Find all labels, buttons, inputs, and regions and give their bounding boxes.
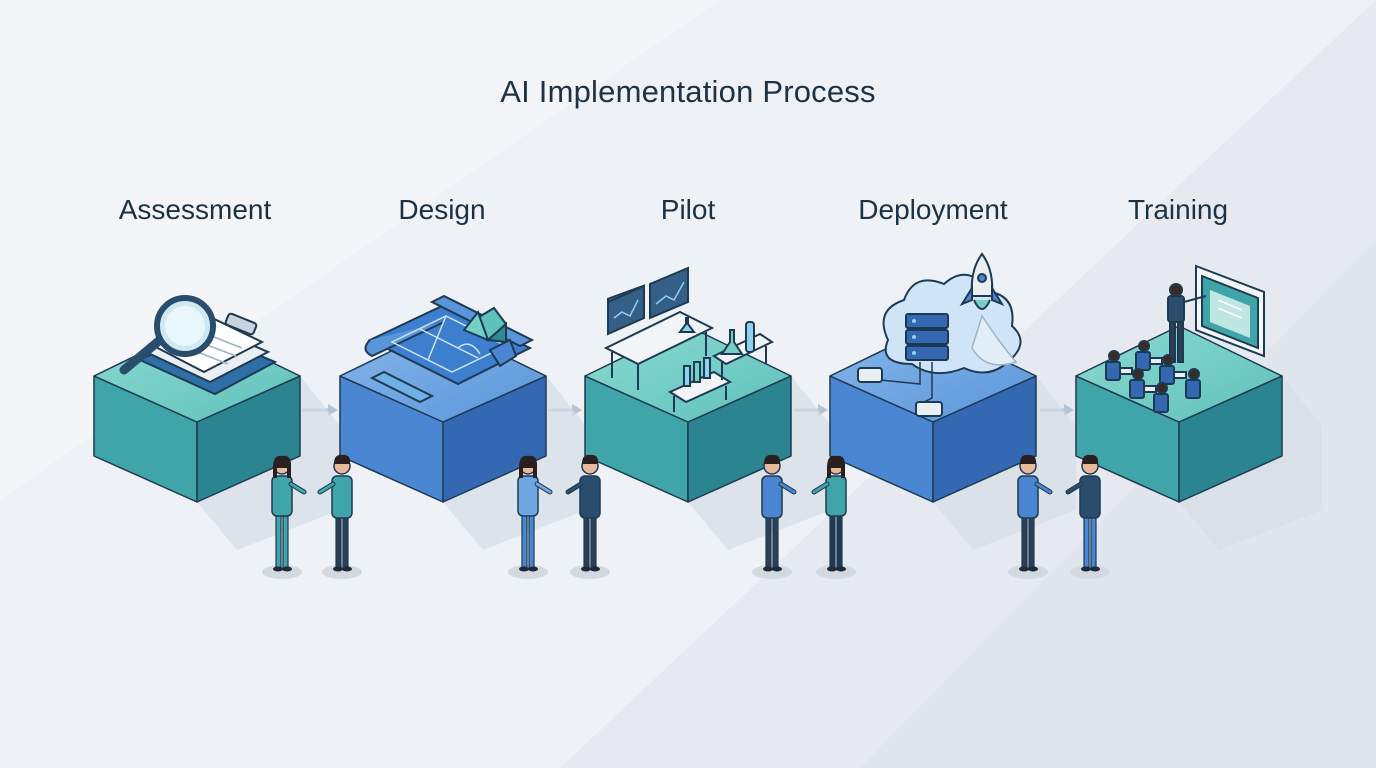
lab-bench-icon bbox=[603, 266, 775, 412]
step-title-training: Training bbox=[1127, 194, 1229, 225]
person-figure bbox=[317, 454, 362, 579]
block-pilot bbox=[584, 325, 831, 550]
block-training bbox=[1075, 325, 1322, 550]
cloud-server-rocket-icon bbox=[857, 252, 1022, 417]
step-title-deployment: Deployment bbox=[858, 194, 1008, 225]
person-figure bbox=[752, 454, 797, 579]
people-pair bbox=[262, 454, 362, 579]
person-figure bbox=[811, 455, 856, 579]
teacher-figure bbox=[1167, 283, 1207, 363]
block-deployment bbox=[829, 325, 1076, 550]
students-group bbox=[1105, 340, 1201, 413]
page-title: AI Implementation Process bbox=[500, 74, 876, 109]
person-figure bbox=[1008, 454, 1053, 579]
person-figure bbox=[262, 455, 307, 579]
people-pair bbox=[752, 454, 856, 579]
people-pair bbox=[1008, 454, 1110, 579]
people-pair bbox=[508, 454, 610, 579]
step-title-pilot: Pilot bbox=[660, 194, 716, 225]
person-figure bbox=[1065, 454, 1110, 579]
blueprint-icon bbox=[364, 294, 535, 404]
step-title-design: Design bbox=[398, 194, 486, 225]
step-title-assessment: Assessment bbox=[118, 194, 272, 225]
classroom-icon bbox=[1105, 264, 1265, 413]
magnifier-document-icon bbox=[119, 295, 278, 396]
person-figure bbox=[565, 454, 610, 579]
person-figure bbox=[508, 455, 553, 579]
block-assessment bbox=[93, 325, 340, 550]
